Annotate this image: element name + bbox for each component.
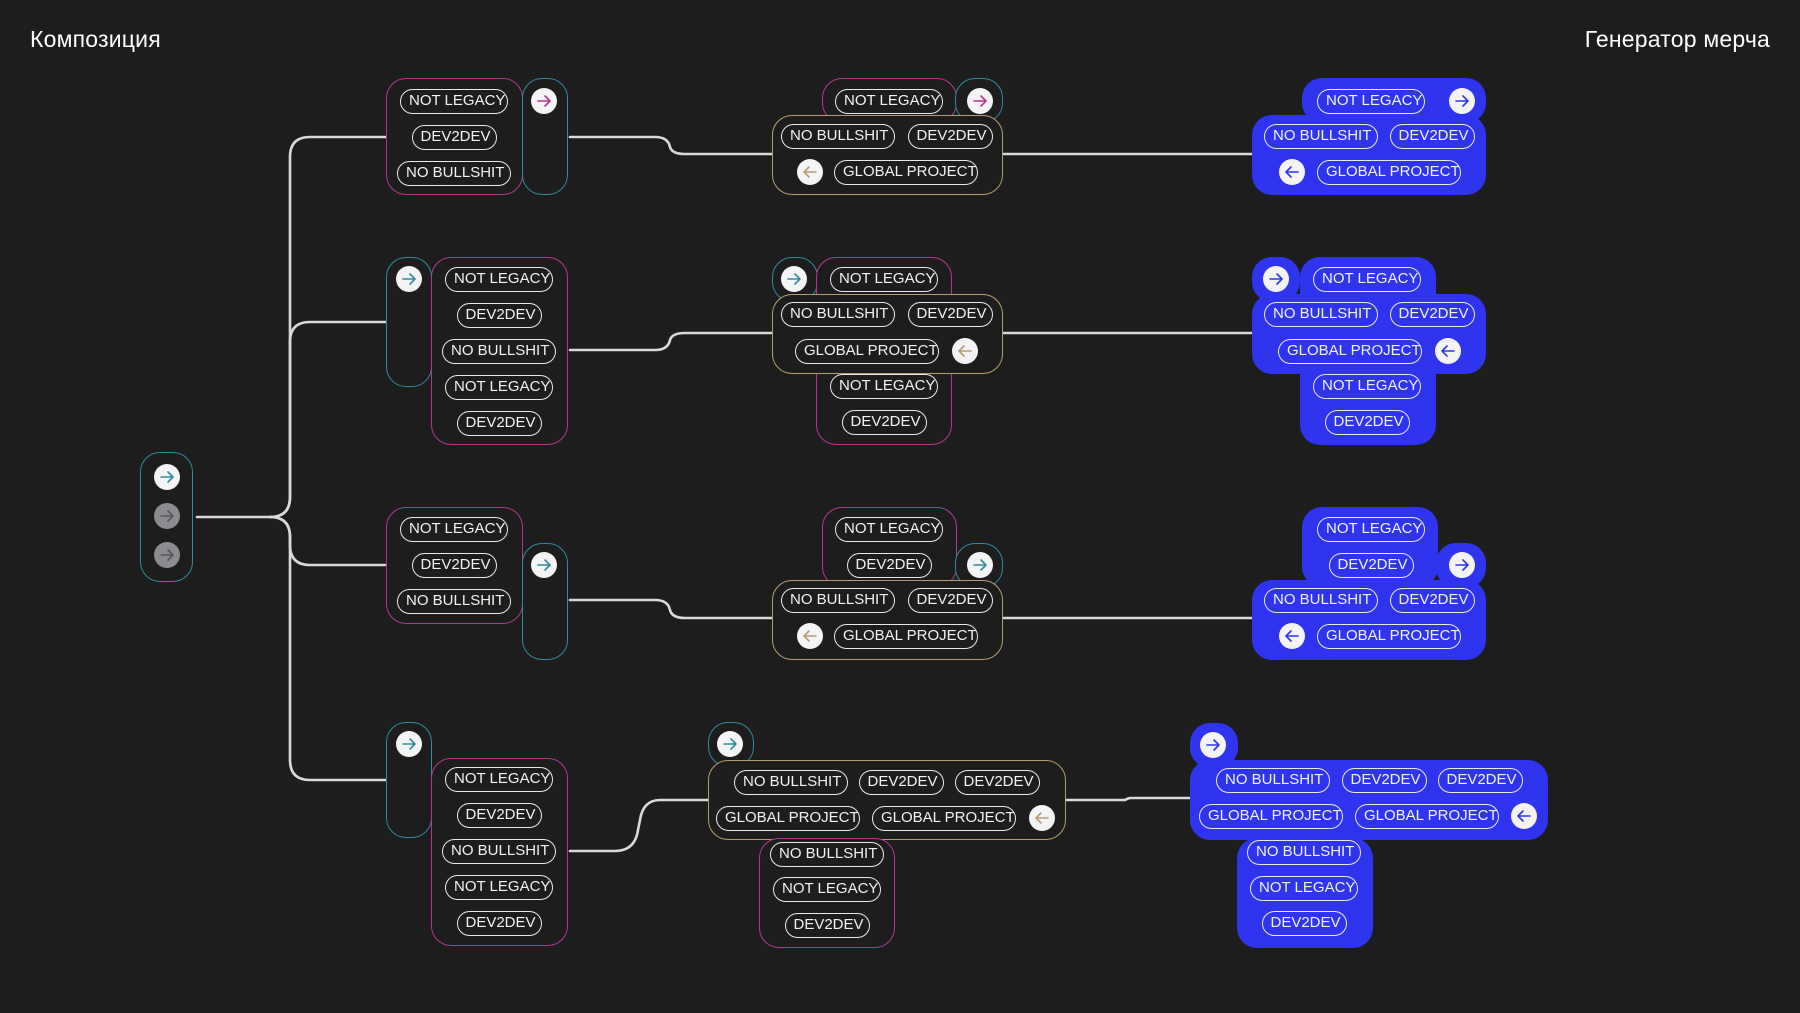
- tag-pill: GLOBAL PROJECT: [872, 805, 1016, 831]
- tag-pill: NOT LEGACY: [835, 88, 943, 114]
- tag-pill: GLOBAL PROJECT: [1317, 159, 1461, 185]
- tag-pill: DEV2DEV: [907, 587, 993, 613]
- tag-pill: NO BULLSHIT: [397, 588, 511, 614]
- tag-pill: DEV2DEV: [411, 124, 497, 150]
- tag-pill: NOT LEGACY: [830, 266, 938, 292]
- arrow-left-icon[interactable]: [797, 623, 823, 649]
- tag-pill: GLOBAL PROJECT: [1355, 803, 1499, 829]
- tag-pill: DEV2DEV: [907, 123, 993, 149]
- arrow-left-icon[interactable]: [1511, 803, 1537, 829]
- tag-pill: DEV2DEV: [456, 302, 542, 328]
- tree-branch-row-2: [268, 320, 387, 519]
- tag-pill: GLOBAL PROJECT: [795, 338, 939, 364]
- tag-pill: NO BULLSHIT: [442, 338, 556, 364]
- tag-pill: NO BULLSHIT: [397, 160, 511, 186]
- tag-pill: NO BULLSHIT: [770, 841, 884, 867]
- arrow-right-icon[interactable]: [967, 552, 993, 578]
- tag-pill: DEV2DEV: [1389, 587, 1475, 613]
- tag-pill: GLOBAL PROJECT: [1278, 338, 1422, 364]
- tag-pill: NO BULLSHIT: [1264, 123, 1378, 149]
- arrow-right-icon[interactable]: [781, 266, 807, 292]
- arrow-right-icon[interactable]: [154, 542, 180, 568]
- page-title-composition: Композиция: [30, 26, 161, 52]
- arrow-right-icon[interactable]: [1263, 266, 1289, 292]
- tag-pill: NOT LEGACY: [773, 876, 881, 902]
- tag-pill: DEV2DEV: [1437, 767, 1523, 793]
- tag-pill: NO BULLSHIT: [781, 301, 895, 327]
- link-row-4-b: [1064, 796, 1192, 802]
- arrow-right-icon[interactable]: [1449, 552, 1475, 578]
- arrow-left-icon[interactable]: [1435, 338, 1461, 364]
- tag-pill: DEV2DEV: [456, 410, 542, 436]
- tag-pill: DEV2DEV: [954, 769, 1040, 795]
- tag-pill: NOT LEGACY: [830, 373, 938, 399]
- tag-pill: NO BULLSHIT: [1216, 767, 1330, 793]
- arrow-right-icon[interactable]: [717, 731, 743, 757]
- tag-pill: NOT LEGACY: [400, 516, 508, 542]
- tag-pill: DEV2DEV: [1389, 123, 1475, 149]
- tag-pill: DEV2DEV: [784, 912, 870, 938]
- arrow-right-icon[interactable]: [1449, 88, 1475, 114]
- tag-pill: NO BULLSHIT: [734, 769, 848, 795]
- tag-pill: NOT LEGACY: [1313, 373, 1421, 399]
- tag-pill: NOT LEGACY: [1313, 266, 1421, 292]
- tag-pill: NOT LEGACY: [445, 374, 553, 400]
- tag-pill: DEV2DEV: [1328, 552, 1414, 578]
- tag-pill: DEV2DEV: [858, 769, 944, 795]
- tag-pill: DEV2DEV: [841, 409, 927, 435]
- source-action-row-1: [522, 78, 568, 195]
- arrow-right-icon[interactable]: [531, 552, 557, 578]
- arrow-right-icon[interactable]: [531, 88, 557, 114]
- tag-pill: NOT LEGACY: [445, 266, 553, 292]
- tag-pill: DEV2DEV: [411, 552, 497, 578]
- arrow-left-icon[interactable]: [1029, 805, 1055, 831]
- tag-pill: NO BULLSHIT: [781, 587, 895, 613]
- tag-pill: DEV2DEV: [1261, 910, 1347, 936]
- tag-pill: NOT LEGACY: [1250, 875, 1358, 901]
- link-row-3-a: [568, 598, 774, 620]
- link-row-4-a: [568, 798, 710, 853]
- tag-pill: NO BULLSHIT: [442, 838, 556, 864]
- tag-pill: NO BULLSHIT: [1247, 839, 1361, 865]
- tag-pill: NO BULLSHIT: [1264, 301, 1378, 327]
- link-row-2-a: [568, 331, 774, 352]
- tag-pill: DEV2DEV: [846, 552, 932, 578]
- tag-pill: NOT LEGACY: [400, 88, 508, 114]
- tag-pill: NO BULLSHIT: [1264, 587, 1378, 613]
- tag-pill: DEV2DEV: [1389, 301, 1475, 327]
- arrow-right-icon[interactable]: [396, 731, 422, 757]
- tag-pill: DEV2DEV: [1341, 767, 1427, 793]
- arrow-left-icon[interactable]: [797, 159, 823, 185]
- tag-pill: GLOBAL PROJECT: [834, 159, 978, 185]
- tag-pill: NOT LEGACY: [445, 766, 553, 792]
- arrow-right-icon[interactable]: [154, 464, 180, 490]
- tag-pill: DEV2DEV: [1324, 409, 1410, 435]
- tag-pill: NOT LEGACY: [835, 516, 943, 542]
- tag-pill: NOT LEGACY: [1317, 88, 1425, 114]
- tag-pill: NOT LEGACY: [445, 874, 553, 900]
- tag-pill: GLOBAL PROJECT: [1317, 623, 1461, 649]
- arrow-right-icon[interactable]: [396, 266, 422, 292]
- arrow-left-icon[interactable]: [1279, 623, 1305, 649]
- tag-pill: GLOBAL PROJECT: [834, 623, 978, 649]
- tree-branch-row-4: [268, 515, 387, 782]
- arrow-left-icon[interactable]: [1279, 159, 1305, 185]
- tag-pill: DEV2DEV: [456, 910, 542, 936]
- arrow-right-icon[interactable]: [1200, 732, 1226, 758]
- arrow-left-icon[interactable]: [952, 338, 978, 364]
- tag-pill: GLOBAL PROJECT: [1199, 803, 1343, 829]
- arrow-right-icon[interactable]: [967, 88, 993, 114]
- tag-pill: DEV2DEV: [907, 301, 993, 327]
- arrow-right-icon[interactable]: [154, 503, 180, 529]
- tag-pill: NOT LEGACY: [1317, 516, 1425, 542]
- tag-pill: GLOBAL PROJECT: [716, 805, 860, 831]
- tag-pill: NO BULLSHIT: [781, 123, 895, 149]
- tag-pill: DEV2DEV: [456, 802, 542, 828]
- page-title-merch-generator: Генератор мерча: [1584, 26, 1770, 52]
- link-row-1-a: [568, 135, 774, 156]
